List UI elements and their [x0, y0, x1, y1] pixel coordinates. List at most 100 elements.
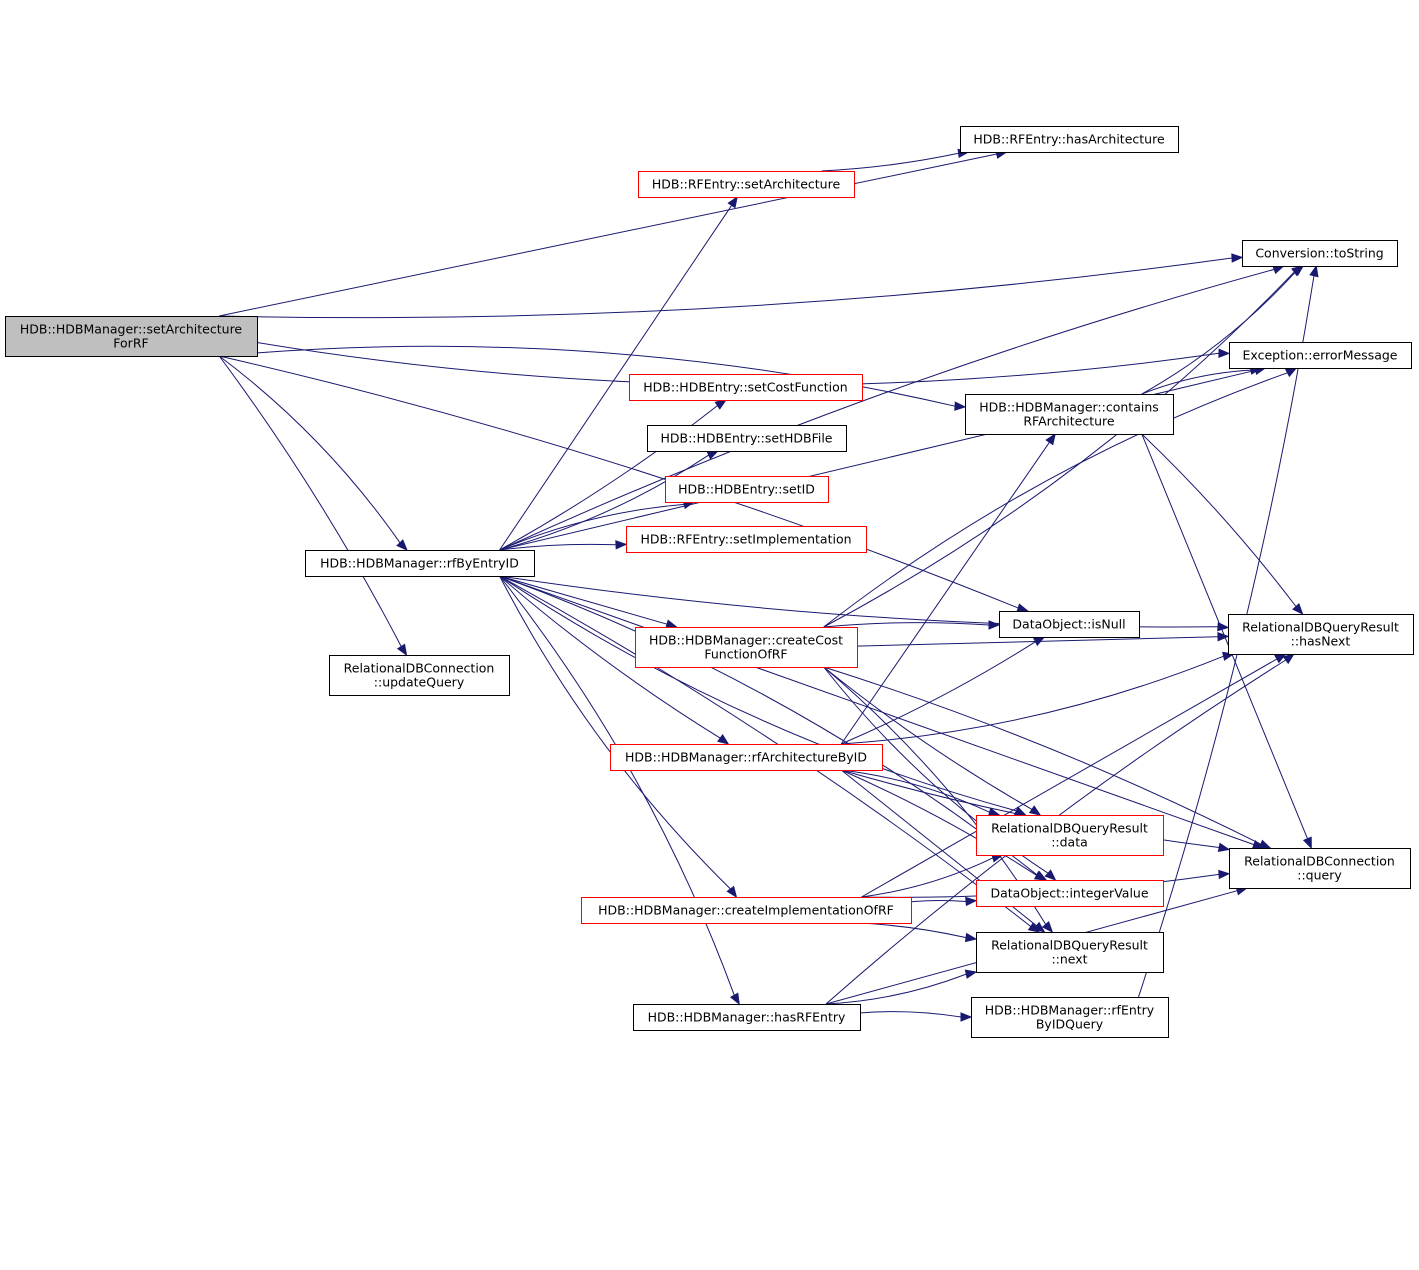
edge-line [823, 636, 1219, 648]
node-label: HDB::HDBEntry::setID [678, 482, 815, 497]
edge-line [499, 575, 721, 739]
edge-line [219, 153, 997, 317]
node-box [976, 932, 1164, 973]
edge-rfArch-to-contains [840, 432, 1056, 745]
edge-rfById-to-rfArch [499, 575, 730, 745]
node-label: FunctionOfRF [704, 647, 787, 662]
node-setImpl[interactable]: HDB::RFEntry::setImplementation [626, 526, 867, 553]
node-setHDB[interactable]: HDB::HDBEntry::setHDBFile [647, 425, 847, 452]
node-label: HDB::HDBEntry::setHDBFile [660, 431, 832, 446]
node-box [633, 1004, 861, 1031]
node-label: ::query [1297, 868, 1342, 883]
node-box [305, 550, 535, 577]
edge-root-to-toStr [219, 253, 1244, 319]
edge-line [840, 441, 1050, 745]
node-box [965, 394, 1174, 435]
node-label: HDB::HDBManager::rfEntry [985, 1003, 1155, 1018]
edge-rfById-to-rfSetA [499, 195, 738, 551]
node-rfSetA[interactable]: HDB::RFEntry::setArchitecture [638, 171, 855, 198]
node-box [976, 815, 1164, 856]
edge-line [1141, 433, 1308, 839]
edge-line [861, 922, 967, 939]
node-label: HDB::HDBManager::hasRFEntry [648, 1010, 846, 1025]
node-rfHasA[interactable]: HDB::RFEntry::hasArchitecture [960, 126, 1179, 153]
node-box [610, 744, 883, 771]
edge-line [499, 205, 733, 551]
edge-hasRF-to-qrNext [825, 969, 978, 1005]
node-qrNext[interactable]: RelationalDBQueryResult::next [976, 932, 1164, 973]
edge-line [499, 503, 685, 551]
arrowhead [1041, 920, 1054, 934]
arrowhead [1028, 805, 1042, 816]
node-label: HDB::HDBManager::rfArchitectureByID [625, 750, 867, 765]
node-hasRF[interactable]: HDB::HDBManager::hasRFEntry [633, 1004, 861, 1031]
node-label: RFArchitecture [1023, 414, 1115, 429]
arrowhead [727, 195, 738, 209]
arrowhead [1033, 870, 1047, 881]
arrowhead [1016, 603, 1030, 613]
edge-createCF-to-query [823, 666, 1272, 849]
node-intVal[interactable]: DataObject::integerValue [976, 880, 1164, 907]
edge-line [499, 575, 1038, 876]
node-box [971, 997, 1169, 1038]
edge-rfArch-to-intVal [840, 769, 1047, 881]
edge-rfArch-to-isNull [841, 636, 1046, 745]
edge-line [823, 372, 1288, 628]
edge-createCF-to-hasNext [823, 631, 1230, 648]
arrowhead [1217, 631, 1230, 642]
node-label: HDB::HDBManager::createCost [649, 633, 843, 648]
node-label: HDB::RFEntry::setImplementation [640, 532, 851, 547]
arrowhead [960, 1012, 973, 1022]
edge-rfById-to-setImpl [499, 540, 628, 551]
node-query[interactable]: RelationalDBConnection::query [1229, 848, 1411, 889]
edge-contains-to-query [1141, 433, 1312, 850]
node-isNull[interactable]: DataObject::isNull [999, 611, 1140, 638]
edge-line [1141, 271, 1296, 395]
edge-line [823, 666, 1262, 845]
arrowhead [714, 399, 728, 410]
arrowhead [1292, 603, 1304, 616]
node-label: DataObject::integerValue [990, 886, 1148, 901]
node-setID[interactable]: HDB::HDBEntry::setID [665, 476, 829, 503]
node-setCost[interactable]: HDB::HDBEntry::setCostFunction [629, 374, 863, 401]
node-errMsg[interactable]: Exception::errorMessage [1229, 342, 1412, 369]
node-label: ::hasNext [1291, 634, 1351, 649]
node-hasNext[interactable]: RelationalDBQueryResult::hasNext [1228, 614, 1414, 655]
node-box [665, 476, 829, 503]
edge-line [825, 973, 967, 1005]
edge-line [841, 641, 1036, 745]
node-box [1229, 342, 1412, 369]
node-box [1228, 614, 1414, 655]
node-updQ[interactable]: RelationalDBConnection::updateQuery [329, 655, 510, 696]
node-qrData[interactable]: RelationalDBQueryResult::data [976, 815, 1164, 856]
edge-rfArch-to-hasNext [841, 651, 1235, 745]
node-label: ::updateQuery [374, 675, 465, 690]
node-label: Exception::errorMessage [1243, 348, 1398, 363]
edge-contains-to-toStr [1141, 265, 1305, 395]
node-box [1229, 848, 1411, 889]
arrowhead [1231, 253, 1244, 263]
edge-rfById-to-hasRF [499, 575, 740, 1006]
node-rfArch[interactable]: HDB::HDBManager::rfArchitectureByID [610, 744, 883, 771]
node-box [329, 655, 510, 696]
node-label: DataObject::isNull [1012, 617, 1125, 632]
node-box [647, 425, 847, 452]
node-label: HDB::HDBEntry::setCostFunction [643, 380, 847, 395]
node-label: HDB::HDBManager::contains [979, 400, 1159, 415]
node-createIm[interactable]: HDB::HDBManager::createImplementationOfR… [581, 897, 912, 924]
node-box [629, 374, 863, 401]
arrowhead [1044, 869, 1057, 881]
arrowhead [1218, 348, 1231, 359]
node-label: HDB::RFEntry::setArchitecture [652, 177, 841, 192]
edge-root-to-updQ [218, 355, 408, 657]
node-rfById[interactable]: HDB::HDBManager::rfByEntryID [305, 550, 535, 577]
node-toStr[interactable]: Conversion::toString [1242, 240, 1398, 267]
edge-line [821, 152, 959, 172]
arrowhead [729, 992, 740, 1006]
arrowhead [396, 539, 408, 551]
